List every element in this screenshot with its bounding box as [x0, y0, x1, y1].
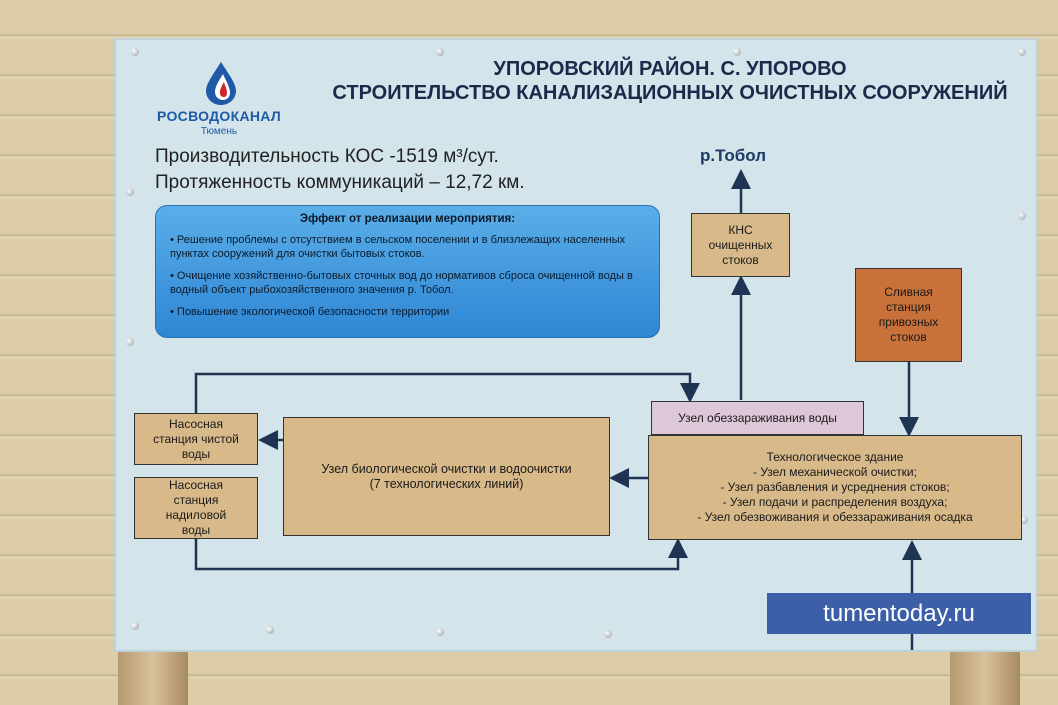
- screw-icon: [436, 628, 444, 636]
- bio-unit-line-1: Узел биологической очистки и водоочистки: [321, 461, 572, 476]
- tech-building-item: - Узел разбавления и усреднения стоков;: [720, 480, 950, 494]
- kns-box: КНС очищенных стоков: [691, 213, 790, 277]
- screw-icon: [266, 626, 274, 634]
- screw-icon: [1018, 48, 1026, 56]
- effect-panel: Эффект от реализации мероприятия: • Реше…: [155, 205, 660, 338]
- screw-icon: [126, 188, 134, 196]
- bio-unit-line-2: (7 технологических линий): [369, 476, 524, 491]
- bio-unit-box: Узел биологической очистки и водоочистки…: [283, 417, 610, 536]
- title-line-1: УПОРОВСКИЙ РАЙОН. С. УПОРОВО: [493, 58, 847, 80]
- right-post: [950, 648, 1020, 705]
- tech-building-title: Технологическое здание: [766, 450, 904, 464]
- logo-name: РОСВОДОКАНАЛ: [157, 108, 281, 124]
- effect-item: • Очищение хозяйственно-бытовых сточных …: [170, 270, 633, 296]
- watermark: tumentoday.ru: [767, 593, 1031, 634]
- effect-item: • Решение проблемы с отсутствием в сельс…: [170, 234, 626, 260]
- disinfection-box: Узел обеззараживания воды: [651, 401, 864, 435]
- left-post: [118, 648, 188, 705]
- title-line-2: СТРОИТЕЛЬСТВО КАНАЛИЗАЦИОННЫХ ОЧИСТНЫХ С…: [332, 82, 1008, 104]
- tech-building-item: - Узел обезвоживания и обеззараживания о…: [697, 510, 973, 524]
- drain-station-box: Сливная станция привозных стоков: [855, 268, 962, 362]
- pump-sludge-box: Насосная станция надиловой воды: [134, 477, 258, 539]
- screw-icon: [436, 48, 444, 56]
- rosvodokanal-logo-icon: [206, 62, 236, 105]
- screw-icon: [131, 622, 139, 630]
- tech-building-item: - Узел механической очистки;: [753, 465, 917, 479]
- screw-icon: [131, 48, 139, 56]
- capacity-stat: Производительность КОС -1519 м³/сут.: [155, 146, 499, 167]
- screw-icon: [1018, 212, 1026, 220]
- effect-heading: Эффект от реализации мероприятия:: [299, 213, 516, 225]
- effect-item: • Повышение экологической безопасности т…: [170, 306, 450, 318]
- tech-building-box: Технологическое здание - Узел механическ…: [648, 435, 1022, 540]
- tech-building-item: - Узел подачи и распределения воздуха;: [722, 495, 948, 509]
- screw-icon: [604, 630, 612, 638]
- pump-clean-box: Насосная станция чистой воды: [134, 413, 258, 465]
- river-label: р.Тобол: [700, 146, 767, 165]
- length-stat: Протяженность коммуникаций – 12,72 км.: [155, 172, 525, 193]
- screw-icon: [126, 338, 134, 346]
- logo-city: Тюмень: [200, 126, 238, 137]
- screw-icon: [733, 48, 741, 56]
- screw-icon: [1020, 516, 1028, 524]
